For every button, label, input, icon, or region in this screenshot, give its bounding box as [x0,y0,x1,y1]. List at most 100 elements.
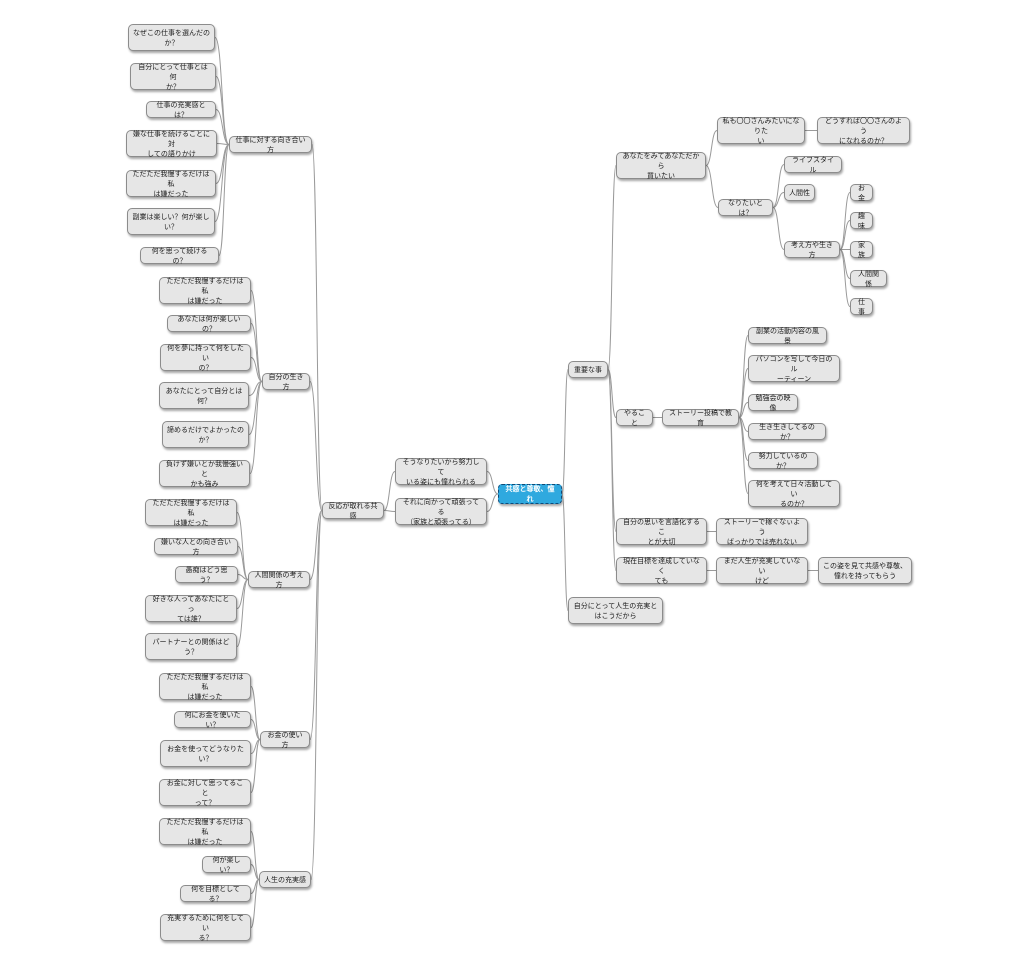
topic-right-1-2-1-4[interactable]: 生き生きしてるのか？ [748,423,826,441]
connector-topic-left-1-to-topic-left-1-1 [214,37,230,145]
topic-right-1-1-2-3-2[interactable]: 趣味 [850,212,873,230]
connector-topic-left-1-to-topic-left-1-7 [218,144,230,256]
topic-mid-1[interactable]: そうなりたいから努力して いる姿にも憧れられる [395,458,487,486]
topic-right-1-3[interactable]: 自分の思いを言語化するこ とが大切 [616,518,707,546]
topic-right-1[interactable]: 重要な事 [568,361,608,378]
topic-right-1-1-2-1[interactable]: ライフスタイル [784,156,842,174]
topic-right-1-2[interactable]: やること [616,409,653,427]
topic-mid-2[interactable]: それに向かって頑張ってる （家族と頑張ってる） [395,498,487,526]
connector-topic-left-2-to-topic-left-2-2 [250,323,263,382]
connector-topic-left-3-to-topic-left-3-1 [236,512,249,580]
topic-left-1[interactable]: 仕事に対する向き合い方 [229,136,312,154]
topic-right-1-4[interactable]: 現在目標を達成していなく ても [616,557,707,585]
connector-topic-right-1-1-2-to-topic-right-1-1-2-1 [772,164,785,208]
connector-topic-mid-2-to-topic-left [383,510,396,512]
connector-topic-left-5-to-topic-left-5-4 [250,879,260,928]
connector-topic-right-1-1-to-topic-right-1-1-1 [705,130,718,166]
topic-right-1-1-2-3-4[interactable]: 人間関係 [850,270,887,288]
topic-left-5-2[interactable]: 何が楽しい？ [202,856,251,874]
topic-left-3-1[interactable]: ただただ我慢するだけは私 は嫌だった [145,499,237,527]
topic-left-2-6[interactable]: 負けず嫌いとか我慢強いと かも強み [159,460,250,488]
topic-left-1-7[interactable]: 何を思って続けるの？ [140,247,219,265]
topic-left-3-3[interactable]: 愚痴はどう思う？ [175,566,238,584]
topic-left-2[interactable]: 自分の生き方 [262,373,310,391]
central-topic[interactable]: 共感と尊敬、憧れ [498,484,562,504]
topic-right-1-1-1[interactable]: 私も〇〇さんみたいになりた い [717,117,805,145]
connector-topic-left-3-to-topic-left-3-4 [236,579,249,609]
connector-topic-right-1-2-1-to-topic-right-1-2-1-3 [738,402,749,418]
connector-central-topic-to-topic-mid-2 [486,493,499,512]
connector-topic-right-1-2-1-to-topic-right-1-2-1-2 [738,368,749,418]
topic-left-3-2[interactable]: 嫌いな人との向き合い方 [154,538,238,556]
connector-topic-right-1-to-topic-right-1-1 [607,165,617,370]
topic-right-1-2-1[interactable]: ストーリー投稿で教育 [662,409,739,427]
connector-topic-left-2-to-topic-left-2-3 [250,357,263,382]
topic-left-1-1[interactable]: なぜこの仕事を選んだの か？ [128,24,215,51]
connector-topic-left-3-to-topic-left-3-5 [236,579,249,647]
topic-left-4-4[interactable]: お金に対して思ってること って？ [159,779,251,807]
topic-right-1-2-1-5[interactable]: 努力しているのか？ [748,452,818,470]
topic-left-2-2[interactable]: あなたは何が楽しいの？ [167,315,251,333]
topic-left-2-4[interactable]: あなたにとって自分とは 何？ [159,382,249,409]
topic-right-1-1-2-3-1[interactable]: お金 [850,184,873,202]
topic-left-4-1[interactable]: ただただ我慢するだけは私 は嫌だった [159,673,251,701]
connector-topic-mid-1-to-topic-left [383,471,396,511]
connector-topic-left-4-to-topic-left-4-2 [250,719,261,740]
topic-right-1-1-2-2[interactable]: 人間性 [784,184,815,201]
topic-left-5[interactable]: 人生の充実感 [259,871,311,888]
connector-topic-left-to-topic-left-4 [309,510,323,740]
connector-topic-left-4-to-topic-left-4-4 [250,739,261,793]
connector-topic-left-to-topic-left-2 [309,381,323,511]
connector-topic-left-5-to-topic-left-5-2 [250,864,260,880]
topic-right-1-3-1[interactable]: ストーリーで稼ぐなぃよう ばっかりでは売れない [716,518,808,546]
topic-left-3-5[interactable]: パートナーとの関係はど う？ [145,633,237,660]
topic-left-4-2[interactable]: 何にお金を使いたい？ [174,711,251,729]
topic-left-5-3[interactable]: 何を目標としてる？ [180,885,251,903]
connector-topic-left-to-topic-left-1 [311,144,323,511]
topic-right-1-1[interactable]: あなたをみてあなただから 買いたい [616,152,706,180]
topic-left-5-4[interactable]: 充実するために何をしてい る？ [160,914,251,942]
topic-left-2-3[interactable]: 何を夢に持って何をしたい の？ [160,344,251,372]
topic-left-2-1[interactable]: ただただ我慢するだけは私 は嫌だった [159,277,251,305]
connector-topic-left-1-to-topic-left-1-6 [214,144,230,222]
connector-central-topic-to-topic-right-1 [561,369,569,495]
topic-right-1-1-1-1[interactable]: どうすれば〇〇さんのよう になれるのか？ [817,117,910,145]
topic-right-1-4-1-1[interactable]: この姿を見て共感や尊敬、 憧れを持ってもらう [818,557,912,584]
topic-right-1-5[interactable]: 自分にとって人生の充実と はこうだから [568,597,663,624]
topic-left-1-6[interactable]: 副業は楽しい？何が楽し い？ [127,208,215,235]
connector-topic-left-to-topic-left-5 [310,510,323,880]
topic-right-1-1-2-3-3[interactable]: 家族 [850,241,873,259]
topic-left-2-5[interactable]: 諦めるだけでよかったの か？ [162,421,249,448]
connector-topic-left-3-to-topic-left-3-2 [237,546,249,580]
connector-central-topic-to-topic-right-1-5 [561,493,569,611]
topic-left-3[interactable]: 人間関係の考え方 [248,571,310,589]
topic-right-1-4-1[interactable]: まだ人生が充実していない けど [716,557,808,585]
connector-topic-right-1-1-2-3-to-topic-right-1-1-2-3-5 [839,249,851,307]
connector-topic-right-1-1-to-topic-right-1-1-2 [705,165,719,208]
topic-right-1-1-2-3[interactable]: 考え方や生き方 [784,241,840,259]
topic-right-1-2-1-2[interactable]: パソコンを写して今日のル ーティーン [748,355,840,383]
topic-left[interactable]: 反応が取れる共感 [322,502,384,520]
topic-left-5-1[interactable]: ただただ我慢するだけは私 は嫌だった [159,818,251,846]
topic-left-4-3[interactable]: お金を使ってどうなりた い？ [160,740,251,767]
topic-left-4[interactable]: お金の使い方 [260,731,310,749]
connector-topic-right-1-1-2-to-topic-right-1-1-2-2 [772,192,785,208]
topic-right-1-2-1-6[interactable]: 何を考えて日々活動してい るのか？ [748,480,840,508]
connector-topic-right-1-2-1-to-topic-right-1-2-1-6 [738,417,749,494]
connector-topic-left-to-topic-left-3 [309,510,323,580]
connector-topic-left-2-to-topic-left-2-6 [249,381,263,474]
connector-topic-left-4-to-topic-left-4-1 [250,686,261,740]
topic-right-1-2-1-3[interactable]: 勉強会の映像 [748,394,798,412]
topic-right-1-2-1-1[interactable]: 副業の活動内容の風景 [748,327,827,345]
topic-left-3-4[interactable]: 好きな人ってあなたにとっ ては誰？ [145,595,237,623]
connector-topic-left-1-to-topic-left-1-4 [216,143,230,145]
topic-right-1-1-2[interactable]: なりたいとは？ [718,199,773,217]
topic-left-1-3[interactable]: 仕事の充実感とは？ [146,101,216,119]
connector-topic-right-1-1-2-3-to-topic-right-1-1-2-3-2 [839,220,851,250]
topic-left-1-5[interactable]: ただただ我慢するだけは私 は嫌だった [126,170,216,198]
topic-left-1-2[interactable]: 自分にとって仕事とは何 か？ [130,63,216,91]
topic-left-1-4[interactable]: 嫌な仕事を続けることに対 しての語りかけ [126,130,217,158]
topic-right-1-1-2-3-5[interactable]: 仕事 [850,298,873,316]
